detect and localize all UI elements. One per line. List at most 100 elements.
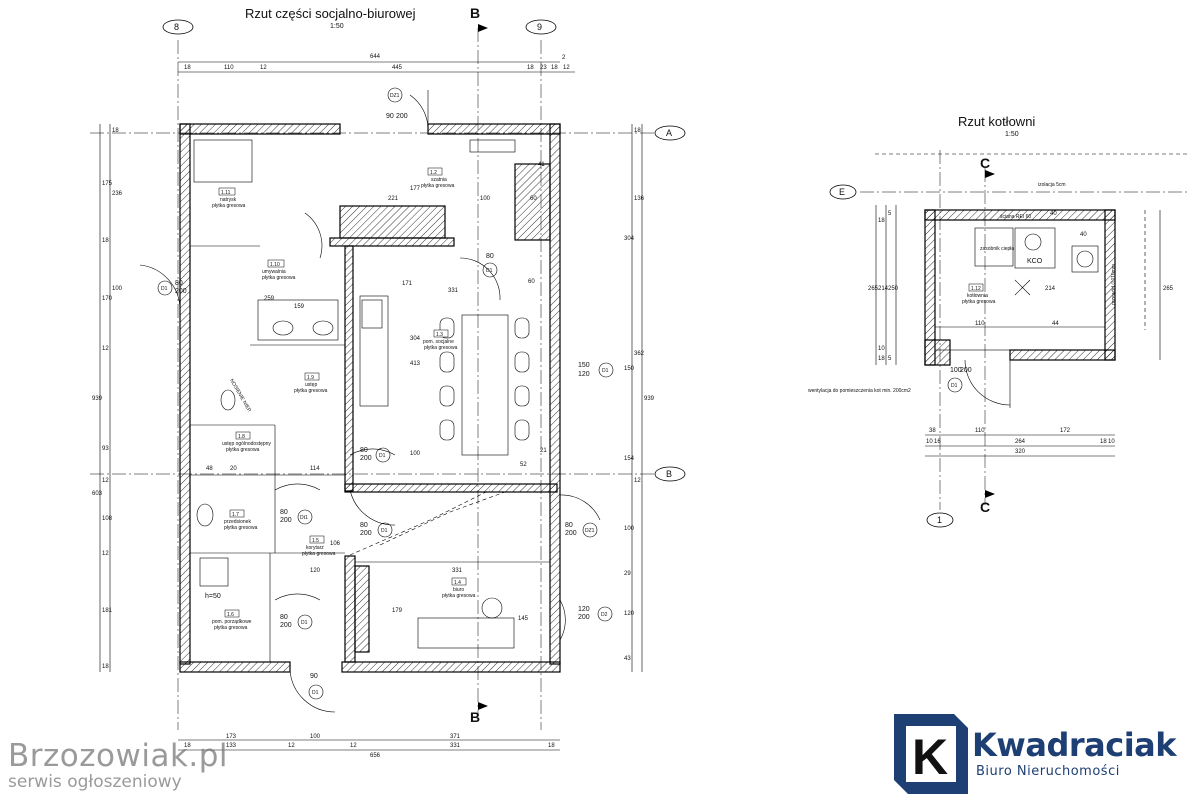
svg-text:133: 133 (226, 743, 237, 749)
svg-text:20: 20 (230, 466, 237, 472)
svg-text:D1: D1 (381, 528, 388, 534)
svg-text:100: 100 (624, 526, 635, 532)
boiler-icon (1024, 233, 1042, 251)
svg-text:100: 100 (410, 451, 421, 457)
svg-text:120: 120 (624, 611, 635, 617)
svg-text:D2: D2 (601, 612, 608, 618)
boiler-kco-box (1014, 227, 1056, 269)
svg-text:173: 173 (226, 734, 237, 740)
svg-text:200: 200 (280, 622, 292, 629)
wall-east (549, 123, 561, 665)
ventilation-block (514, 163, 551, 241)
svg-text:1.11: 1.11 (221, 190, 231, 196)
svg-text:200: 200 (175, 288, 187, 295)
room-label-1-8: 1.8 ustęp ogólnodostępny płytka gresowa (222, 431, 271, 453)
svg-text:C: C (980, 155, 990, 171)
svg-text:D1: D1 (602, 368, 609, 374)
svg-text:90: 90 (310, 673, 318, 680)
washbasin-icon (312, 320, 334, 336)
sink-height-note: h=50 (205, 593, 221, 600)
svg-text:110: 110 (975, 321, 985, 327)
svg-text:221: 221 (388, 196, 399, 202)
svg-text:B: B (470, 5, 480, 21)
svg-text:12: 12 (563, 65, 570, 71)
svg-text:płytka gresowa: płytka gresowa (294, 388, 328, 394)
top-dimension-chain: 644 18 110 12 445 18 23 18 12 2 (178, 54, 575, 73)
svg-text:D1: D1 (951, 383, 958, 389)
svg-text:1.8: 1.8 (238, 434, 245, 440)
kco-label: KCO (1027, 258, 1043, 265)
svg-text:175: 175 (102, 181, 113, 187)
svg-text:80: 80 (175, 280, 183, 287)
wall-west (179, 123, 191, 665)
svg-text:18: 18 (878, 218, 885, 224)
main-plan-title: Rzut części socjalno-biurowej (245, 6, 416, 21)
svg-text:biuro: biuro (453, 587, 464, 593)
boiler-plan: Rzut kotłowni 1:50 E 1 C C (808, 114, 1190, 528)
boiler-inner-dims: 110 44 214 40 40 (935, 211, 1105, 328)
door-swings (139, 90, 601, 713)
svg-text:644: 644 (370, 54, 381, 60)
svg-text:1.2: 1.2 (430, 170, 437, 176)
boiler-plan-title: Rzut kotłowni (958, 114, 1035, 129)
svg-text:170: 170 (102, 296, 113, 302)
boiler-bottom-dims: 38 110 172 10 16 264 18 10 320 (925, 428, 1115, 457)
wall-interior-v2 (344, 555, 356, 663)
svg-text:płytka gresowa: płytka gresowa (421, 183, 455, 189)
svg-text:ustęp: ustęp (305, 382, 317, 388)
svg-text:B: B (666, 469, 672, 479)
stair-block (354, 565, 370, 653)
svg-text:150: 150 (624, 366, 635, 372)
boiler-plan-scale: 1:50 (1005, 131, 1019, 138)
svg-text:214: 214 (878, 286, 889, 292)
boiler-door-tag: D1 100 200 (947, 359, 1011, 408)
svg-text:10: 10 (878, 346, 885, 352)
svg-text:44: 44 (1052, 321, 1059, 327)
watermark-tagline: serwis ogłoszeniowy (8, 772, 182, 792)
svg-text:18: 18 (112, 128, 119, 134)
svg-text:200: 200 (360, 455, 372, 462)
svg-text:150: 150 (578, 362, 590, 369)
room-label-1-2: 1.2 szatnia płytka gresowa (421, 167, 455, 189)
svg-text:pom. porządkowe: pom. porządkowe (212, 619, 252, 625)
door-tags: DZ1 90 200 D1 80 200 D1 80 D1 150 120 D1… (157, 87, 614, 700)
svg-text:80: 80 (486, 253, 494, 260)
svg-text:10: 10 (926, 439, 933, 445)
axis-bubble-a: A (654, 125, 686, 141)
svg-text:C: C (980, 499, 990, 515)
svg-text:177: 177 (410, 186, 421, 192)
svg-text:331: 331 (450, 743, 461, 749)
section-mark-bottom: B (470, 702, 488, 725)
svg-text:ustęp ogólnodostępny: ustęp ogólnodostępny (222, 441, 271, 447)
chimney-box (1071, 245, 1099, 273)
svg-text:80: 80 (360, 447, 368, 454)
axis-bubble-8: 8 (162, 19, 194, 35)
svg-text:331: 331 (452, 568, 463, 574)
svg-text:1.5: 1.5 (312, 538, 319, 544)
inner-dimensions: 221 100 177 171 331 60 259 159 304 413 1… (206, 162, 547, 622)
section-mark-c-top: C (980, 155, 995, 178)
main-plan: Rzut części socjalno-biurowej 1:50 8 9 A… (90, 5, 686, 759)
svg-text:200: 200 (360, 530, 372, 537)
lockers-block (339, 205, 446, 239)
svg-text:1.3: 1.3 (436, 332, 443, 338)
boiler-tank-label: zasobnik ciepła (980, 246, 1014, 252)
kitchen-counter (359, 295, 389, 407)
left-dimension-chain: 18 175 236 18 170 100 12 939 93 12 603 1… (92, 124, 123, 672)
svg-text:939: 939 (644, 396, 655, 402)
svg-text:pom. socjalne: pom. socjalne (423, 339, 454, 345)
svg-text:przedsionek: przedsionek (224, 519, 251, 525)
svg-text:939: 939 (92, 396, 103, 402)
washbasin-icon (196, 503, 214, 527)
svg-text:43: 43 (624, 656, 631, 662)
svg-text:płytka gresowa: płytka gresowa (226, 447, 260, 453)
svg-text:18: 18 (102, 664, 109, 670)
svg-text:natrysk: natrysk (220, 197, 237, 203)
svg-text:18: 18 (548, 743, 555, 749)
svg-text:304: 304 (624, 236, 635, 242)
svg-text:100: 100 (950, 367, 962, 374)
svg-text:136: 136 (634, 196, 645, 202)
svg-text:603: 603 (92, 491, 103, 497)
wall-north-right (427, 123, 561, 135)
